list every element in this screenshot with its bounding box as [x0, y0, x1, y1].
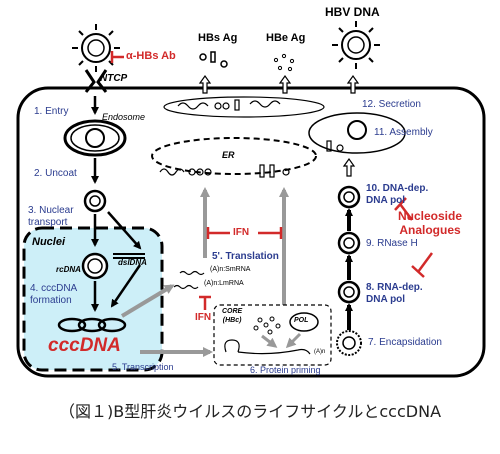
- antibody-label: α-HBs Ab: [126, 50, 176, 62]
- priming-arrows: [261, 332, 302, 349]
- hbeag-label: HBe Ag: [266, 32, 306, 44]
- transcription-arrows: [120, 284, 213, 357]
- dsldna-label: dslDNA: [118, 258, 147, 267]
- entry-pathway-arrows: [91, 96, 142, 312]
- capsid-uncoat-icon: [83, 189, 107, 213]
- step-dna-dep-pol: 10. DNA-dep. DNA pol: [366, 183, 429, 206]
- ifn-inhibit-low-icon: [199, 295, 211, 310]
- nucleoside-inhibit-icon: [394, 197, 434, 278]
- secretion-arrows: [198, 74, 360, 94]
- hbsag-label: HBs Ag: [198, 32, 238, 44]
- core-particles-icon: [253, 316, 281, 335]
- core-label: CORE (HBc): [222, 308, 243, 324]
- hbeag-particles-icon: [273, 53, 295, 72]
- pgrna-icon: [224, 339, 311, 355]
- step-rna-dep-pol: 8. RNA-dep. DNA pol: [366, 282, 423, 305]
- ifn-inhibit-top-icon: [206, 227, 283, 239]
- cell-outline: [16, 86, 486, 378]
- capsid-rna-dep-icon: [337, 280, 361, 304]
- capsid-rnase-icon: [337, 231, 361, 255]
- ntcp-receptor-icon: [84, 69, 108, 93]
- step-assembly: 11. Assembly: [374, 127, 433, 138]
- lmrna-label: (A)n:LmRNA: [204, 280, 244, 287]
- figure-caption: （図１)B型肝炎ウイルスのライフサイクルとcccDNA: [58, 402, 442, 421]
- mrna-lines-icon: [173, 270, 205, 290]
- step-cccdna-formation: 4. cccDNA formation: [30, 283, 78, 306]
- assembly-icon: [308, 112, 406, 154]
- antibody-inhibit-icon: [110, 51, 124, 63]
- hbv-dna-label: HBV DNA: [325, 5, 380, 19]
- capsid-dna-dep-icon: [337, 185, 361, 209]
- pol-label: POL: [294, 317, 309, 324]
- assembly-arrow: [342, 157, 356, 177]
- endosome-icon: [63, 119, 127, 157]
- step-entry: 1. Entry: [34, 106, 69, 117]
- translation-arrows: [200, 187, 289, 305]
- er-label: ER: [222, 150, 235, 160]
- hbv-virion-icon: [332, 21, 380, 69]
- nucleoside-analogues-label: Nucleoside Analogues: [398, 209, 463, 237]
- an-label: (A)n: [314, 349, 326, 355]
- rcdna-label: rcDNA: [56, 265, 81, 274]
- pol-icon: [289, 312, 319, 332]
- step-nuclear-transport: 3. Nuclear transport: [28, 205, 74, 228]
- encapsidation-capsid-icon: [336, 330, 362, 356]
- step-uncoat: 2. Uncoat: [34, 168, 77, 179]
- step-rnase-h: 9. RNase H: [366, 238, 418, 249]
- ntcp-label: NTCP: [100, 73, 128, 84]
- hbsag-particles-icon: [199, 51, 228, 68]
- ifn-top-label: IFN: [233, 227, 250, 238]
- nucleus: [22, 226, 164, 372]
- protein-priming-box: [213, 304, 332, 366]
- step-encapsidation: 7. Encapsidation: [368, 337, 442, 348]
- ifn-low-label: IFN: [195, 312, 212, 323]
- cccdna-rings-icon: [57, 317, 127, 333]
- smrna-label: (A)n:SmRNA: [210, 266, 251, 273]
- step-secretion: 12. Secretion: [362, 99, 421, 110]
- cccdna-label: cccDNA: [48, 335, 121, 356]
- step-protein-priming: 6. Protein priming: [250, 365, 321, 375]
- nuclei-label: Nuclei: [32, 236, 66, 248]
- step-transcription: 5. Transcription: [112, 362, 174, 372]
- translation-label: 5'. Translation: [212, 251, 279, 262]
- rcdna-icon: [81, 252, 109, 280]
- dsldna-icon: [113, 253, 145, 259]
- entering-virion-icon: [72, 24, 120, 72]
- endosome-label: Endosome: [102, 112, 146, 122]
- er-icon: [151, 96, 325, 178]
